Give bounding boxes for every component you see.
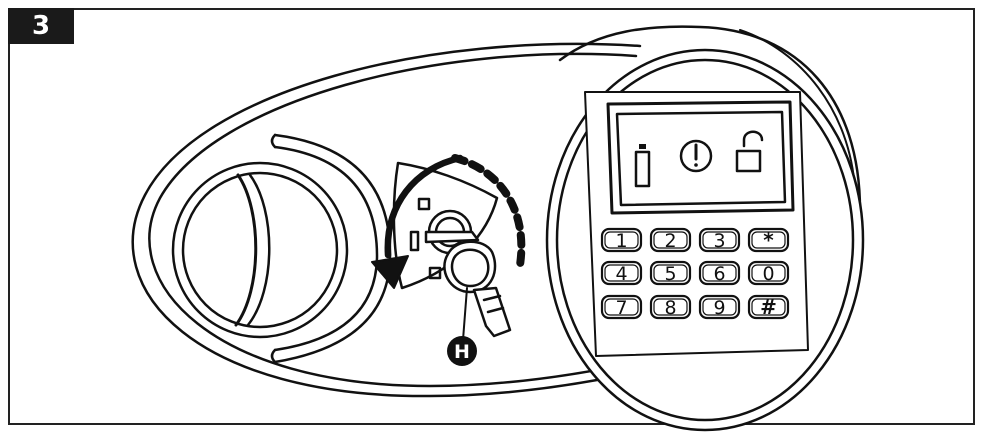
- keypad-key-9[interactable]: 9: [698, 294, 741, 320]
- keypad-key-1[interactable]: 1: [600, 227, 643, 253]
- keypad-key-label: 3: [713, 230, 725, 252]
- figure-frame: [8, 8, 975, 425]
- keypad-key-5[interactable]: 5: [649, 260, 692, 286]
- callout-marker: H: [447, 336, 477, 366]
- step-number-badge: 3: [8, 8, 74, 44]
- key-icon: [424, 230, 512, 338]
- lcd-display: [606, 100, 795, 215]
- keypad-key-label: 7: [615, 297, 627, 319]
- callout-letter: H: [454, 341, 470, 363]
- keypad-key-8[interactable]: 8: [649, 294, 692, 320]
- keypad-key-star[interactable]: *: [747, 227, 790, 253]
- keypad-key-label: 0: [762, 263, 774, 285]
- rotation-guide-dashed: [451, 154, 526, 269]
- safe-door-panel: [131, 42, 692, 398]
- position-marker-bottom: [428, 266, 442, 280]
- keypad-buttons: 1 2 3 * 4 5 6 0 7 8 9 #: [600, 227, 790, 320]
- keypad-key-label: *: [763, 228, 774, 252]
- handle-slot: [270, 133, 392, 364]
- keypad-key-6[interactable]: 6: [698, 260, 741, 286]
- keypad-key-label: 2: [664, 230, 676, 252]
- keypad-key-7[interactable]: 7: [600, 294, 643, 320]
- rotation-arrow-icon: [371, 154, 464, 289]
- callout-leader-line: [462, 287, 468, 341]
- warning-icon: [679, 139, 713, 173]
- keypad-key-0[interactable]: 0: [747, 260, 790, 286]
- keypad-key-label: 4: [615, 263, 627, 285]
- position-marker-top: [417, 197, 431, 211]
- position-marker-middle: [409, 230, 420, 252]
- keypad-key-label: 9: [713, 297, 725, 319]
- keypad-key-label: 1: [615, 230, 627, 252]
- keypad-key-2[interactable]: 2: [649, 227, 692, 253]
- handle-knob: [171, 161, 349, 339]
- keypad-key-4[interactable]: 4: [600, 260, 643, 286]
- keypad-key-label: 8: [664, 297, 676, 319]
- keypad-key-label: 5: [664, 263, 676, 285]
- keypad-key-label: 6: [713, 263, 725, 285]
- keypad-key-3[interactable]: 3: [698, 227, 741, 253]
- padlock-open-icon: [735, 130, 764, 173]
- battery-icon: [634, 144, 651, 188]
- keypad-key-label: #: [760, 295, 777, 319]
- keypad-key-hash[interactable]: #: [747, 294, 790, 320]
